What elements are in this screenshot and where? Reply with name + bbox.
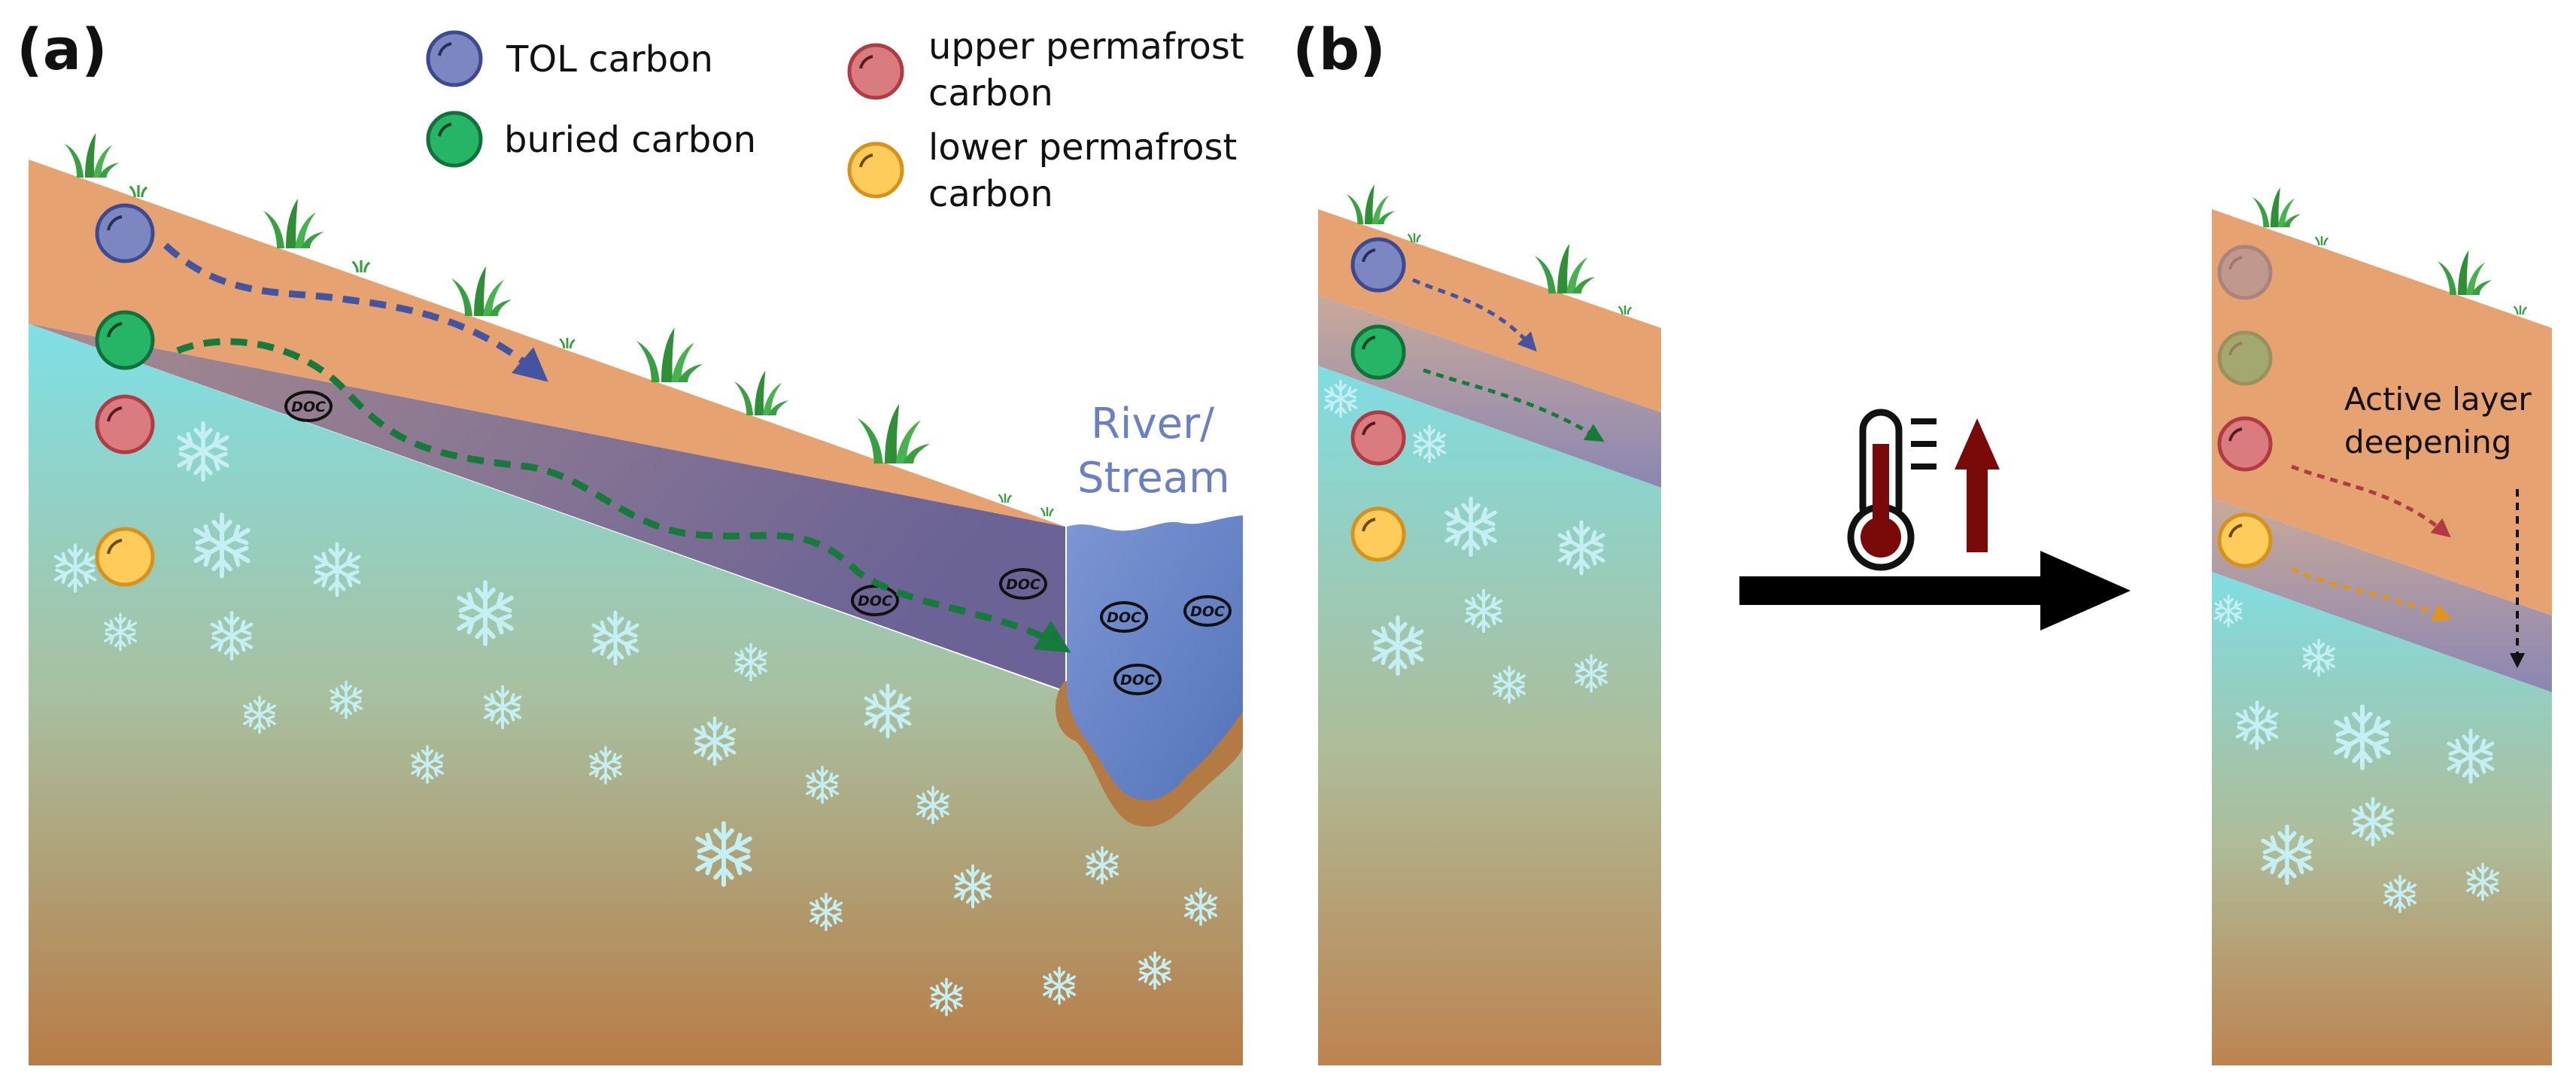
tol-carbon-pool bbox=[95, 203, 155, 263]
doc-marker: DOC bbox=[284, 391, 333, 422]
river-channel bbox=[1056, 515, 1243, 827]
doc-label: DOC bbox=[858, 593, 892, 609]
panel-b-after-column bbox=[2212, 209, 2552, 1065]
legend-upper-label-line1: upper permafrost bbox=[928, 26, 1244, 68]
right-arrow-icon bbox=[1739, 551, 2131, 631]
talik-zone bbox=[29, 324, 1065, 691]
legend-buried-label: buried carbon bbox=[504, 119, 756, 161]
upper-permafrost-flow-arrow-after bbox=[2291, 464, 2451, 538]
doc-marker: DOC bbox=[999, 568, 1047, 600]
transition-band-after bbox=[2212, 498, 2552, 692]
doc-marker: DOC bbox=[851, 585, 899, 616]
permafrost-layer-before bbox=[1318, 366, 1661, 1065]
annotation-line2: deepening bbox=[2344, 424, 2511, 460]
annotation-line1: Active layer bbox=[2344, 381, 2532, 418]
lower-permafrost-carbon-pool bbox=[95, 527, 155, 587]
tol-carbon-pool bbox=[1350, 237, 1406, 293]
tol-carbon-flow-arrow bbox=[163, 242, 548, 382]
doc-label: DOC bbox=[1120, 672, 1155, 688]
doc-label: DOC bbox=[1006, 576, 1040, 593]
legend-lower-label-line1: lower permafrost bbox=[928, 126, 1237, 169]
doc-marker-group: DOC DOC DOC DOC DOC DOC bbox=[284, 391, 1232, 695]
legend-upper-label-line2: carbon bbox=[928, 72, 1053, 114]
river-water bbox=[1067, 515, 1243, 801]
legend-upper-swatch bbox=[847, 43, 904, 100]
lower-permafrost-carbon-pool bbox=[1350, 506, 1406, 562]
legend-lower-swatch bbox=[847, 141, 904, 199]
buried-carbon-flow-arrow bbox=[176, 338, 1071, 653]
doc-marker: DOC bbox=[1100, 601, 1148, 633]
panel-a-label: (a) bbox=[17, 16, 108, 83]
tol-carbon-flow-arrow-before bbox=[1411, 278, 1537, 352]
up-arrow-icon bbox=[1955, 418, 2000, 552]
upper-permafrost-carbon-pool bbox=[1350, 410, 1406, 466]
panel-b-label: (b) bbox=[1293, 16, 1386, 83]
doc-marker: DOC bbox=[1183, 595, 1232, 627]
carbon-pools-a bbox=[95, 203, 155, 587]
doc-label: DOC bbox=[1190, 603, 1225, 620]
permafrost-layer bbox=[29, 324, 1243, 1065]
thermometer-icon bbox=[1847, 409, 1937, 571]
upper-permafrost-carbon-pool bbox=[2217, 416, 2273, 472]
legend-buried-swatch bbox=[426, 111, 483, 168]
legend-tol-label: TOL carbon bbox=[506, 38, 713, 81]
upper-permafrost-carbon-pool bbox=[95, 394, 155, 454]
buried-carbon-flow-arrow-before bbox=[1423, 368, 1605, 442]
doc-label: DOC bbox=[1107, 609, 1141, 626]
buried-carbon-pool-faded bbox=[2217, 330, 2273, 386]
lower-permafrost-carbon-pool bbox=[2217, 512, 2273, 568]
tol-carbon-pool-faded bbox=[2217, 245, 2273, 300]
doc-marker: DOC bbox=[1113, 664, 1162, 695]
doc-label: DOC bbox=[291, 399, 326, 415]
legend-tol-swatch bbox=[426, 30, 483, 87]
permafrost-layer-after bbox=[2212, 572, 2552, 1065]
carbon-pools-b1 bbox=[1350, 237, 1406, 562]
river-label-line2: Stream bbox=[1077, 454, 1230, 503]
carbon-pools-b2 bbox=[2217, 245, 2273, 568]
buried-carbon-pool bbox=[1350, 324, 1406, 380]
active-layer-after bbox=[2212, 209, 2552, 615]
lower-permafrost-flow-arrow-after bbox=[2290, 567, 2453, 621]
buried-carbon-pool bbox=[95, 310, 155, 370]
panel-a-hillslope bbox=[29, 160, 1243, 1065]
legend: TOL carbon buried carbon upper permafros… bbox=[426, 26, 1244, 215]
active-layer bbox=[29, 160, 1065, 527]
river-label-line1: River/ bbox=[1091, 400, 1214, 448]
legend-lower-label-line2: carbon bbox=[928, 173, 1053, 215]
